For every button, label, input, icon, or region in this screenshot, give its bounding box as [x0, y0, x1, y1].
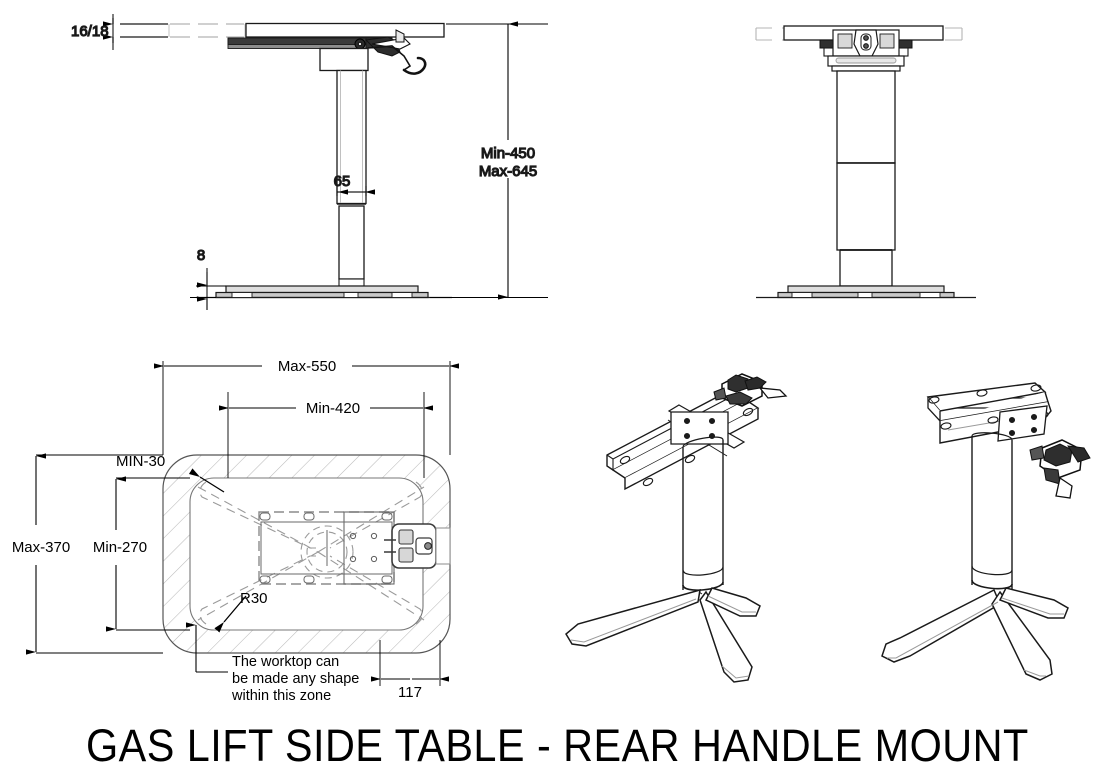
front-elevation-view — [755, 25, 976, 299]
iso-left-column — [682, 436, 724, 591]
iso-left-bracket — [606, 384, 760, 491]
note-line-3: within this zone — [231, 688, 331, 704]
isometric-view-right — [881, 382, 1091, 681]
iso-right-base — [881, 587, 1069, 681]
dimension-column-width: 65 — [333, 172, 375, 196]
dim-height-min-label: Min-450 — [481, 145, 535, 162]
iso-left-base — [565, 587, 761, 683]
drawing-title-bar: GAS LIFT SIDE TABLE - REAR HANDLE MOUNT — [0, 716, 1114, 776]
dim-min-edge-label: MIN-30 — [116, 453, 165, 470]
drawing-title: GAS LIFT SIDE TABLE - REAR HANDLE MOUNT — [85, 720, 1029, 771]
handle-mechanism-plan — [384, 523, 451, 569]
iso-right-column — [971, 432, 1013, 590]
dim-max-depth-label: Max-370 — [12, 539, 70, 556]
dim-min-width-label: Min-420 — [306, 400, 360, 417]
iso-right-bracket — [926, 382, 1052, 444]
dimension-base-thickness: 8 — [190, 246, 226, 310]
dim-base-thickness-label: 8 — [197, 247, 205, 264]
dimension-handle-offset: 117 — [371, 640, 449, 701]
dimension-min-width: Min-420 — [219, 392, 433, 478]
plan-view: Max-550 Min-420 Max-370 — [12, 358, 459, 704]
dim-worktop-thickness-label: 16/18 — [71, 23, 109, 40]
iso-left-handle — [713, 373, 788, 407]
note-line-1: The worktop can — [232, 654, 339, 670]
worktop-profile — [120, 22, 445, 38]
dim-handle-offset-label: 117 — [398, 684, 422, 701]
dimension-worktop-thickness: 16/18 — [70, 14, 114, 50]
dimension-max-width: Max-550 — [154, 358, 459, 455]
release-handle-side — [364, 29, 427, 75]
dim-height-max-label: Max-645 — [479, 163, 537, 180]
mount-plate-plan — [258, 511, 395, 585]
worktop-min-outline — [189, 477, 424, 631]
base-arms-plan — [197, 481, 425, 625]
mount-bracket-front — [819, 29, 913, 67]
base-plate-side — [196, 285, 452, 299]
iso-right-handle — [1029, 439, 1091, 499]
dimension-max-depth: Max-370 — [12, 453, 163, 655]
dim-column-width-label: 65 — [334, 173, 351, 190]
dimension-corner-radius: R30 — [214, 590, 268, 633]
column-lower-side — [337, 203, 366, 287]
column-upper-side — [336, 69, 367, 205]
dim-min-depth-label: Min-270 — [93, 539, 147, 556]
note-line-2: be made any shape — [232, 671, 359, 687]
dim-max-width-label: Max-550 — [278, 358, 336, 375]
dimension-min-edge: MIN-30 — [116, 453, 225, 493]
dimension-min-depth: Min-270 — [93, 476, 190, 632]
column-collar-side — [319, 47, 369, 72]
column-front — [831, 65, 901, 287]
dimension-height-range: Min-450 Max-645 — [430, 21, 548, 300]
worktop-zone-note: The worktop can be made any shape within… — [186, 622, 359, 704]
side-elevation-view: 16/18 65 8 — [70, 14, 548, 310]
dim-corner-radius-label: R30 — [240, 590, 268, 607]
isometric-view-left — [565, 373, 788, 683]
base-plate-front — [756, 285, 976, 299]
